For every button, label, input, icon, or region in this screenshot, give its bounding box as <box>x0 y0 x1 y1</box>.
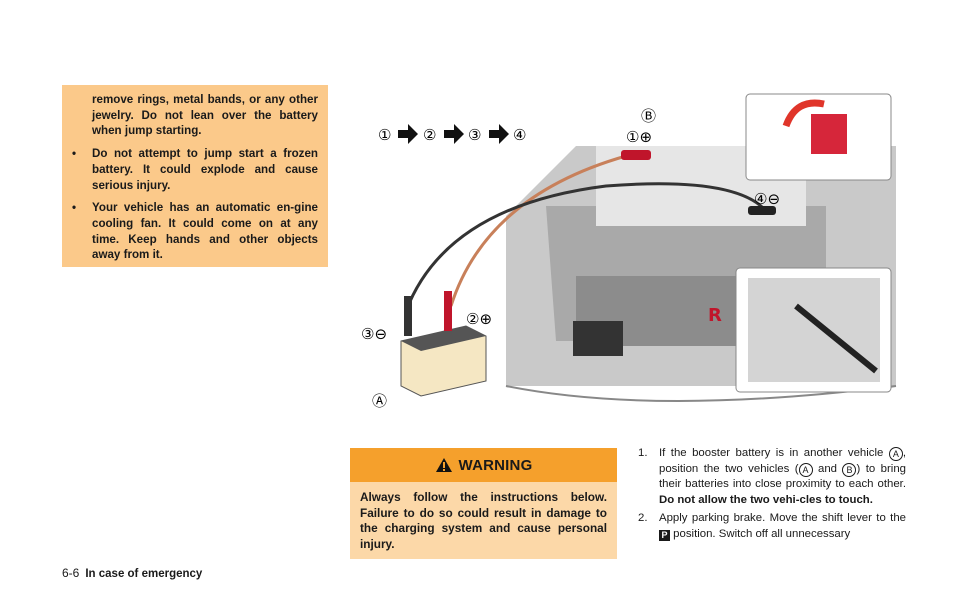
step-text: , position the two vehicles ( <box>659 447 906 475</box>
gt-r-badge: R <box>708 305 722 326</box>
negative-cable <box>404 182 768 312</box>
front-grille <box>576 276 776 346</box>
park-position-icon: P <box>659 529 670 541</box>
vehicle-a-label: Ⓐ <box>372 392 387 410</box>
page-number: 6-6 <box>62 566 80 580</box>
step-3-circle: ③ <box>468 126 481 144</box>
page-footer: 6-6 In case of emergency <box>62 566 202 580</box>
positive-cable <box>449 154 627 307</box>
red-clamp-battery <box>444 291 452 331</box>
step-text: position. Switch off all unnecessary <box>673 527 851 540</box>
warning-header: WARNING <box>350 448 617 482</box>
step-text: and <box>818 462 838 475</box>
bullet-dot: • <box>72 147 77 161</box>
circle-b-icon: B <box>842 462 857 477</box>
bumper-line <box>505 385 897 402</box>
warning-triangle-icon <box>435 458 452 472</box>
air-intake <box>573 321 623 356</box>
step-1: 1. If the booster battery is in another … <box>638 446 906 508</box>
step-text: If the booster battery is in another veh… <box>659 447 884 459</box>
clamp-2-positive-label: ②⊕ <box>466 310 492 328</box>
black-clamp-battery <box>404 296 412 336</box>
step-2: 2. Apply parking brake. Move the shift l… <box>638 511 906 542</box>
arrow-right-icon <box>444 124 464 144</box>
ground-inset-photo <box>748 278 880 382</box>
circle-a-icon: A <box>798 462 813 477</box>
caution-continued-text: remove rings, metal bands, or any other … <box>92 93 318 138</box>
red-terminal-cover <box>811 114 847 154</box>
caution-continued-box: remove rings, metal bands, or any other … <box>62 85 328 267</box>
section-title: In case of emergency <box>85 568 203 580</box>
step-number: 2. <box>638 512 648 525</box>
battery-top <box>401 326 486 351</box>
circle-a-icon: A <box>888 447 903 461</box>
step-2-circle: ② <box>423 126 436 144</box>
step-text: ) to bring their batteries into close pr… <box>659 462 906 491</box>
ground-cable <box>794 303 878 374</box>
warning-title: WARNING <box>458 456 533 474</box>
clamp-3-negative-label: ③⊖ <box>361 325 387 343</box>
caution-bullet-frozen: • Do not attempt to jump start a frozen … <box>72 146 318 193</box>
step-text: Apply parking brake. Move the shift leve… <box>659 512 906 525</box>
step-1-emphasis: Do not allow the two vehi-cles to touch. <box>659 493 873 506</box>
clamp-4-negative-label: ④⊖ <box>754 190 780 208</box>
arrow-right-icon <box>398 124 418 144</box>
procedure-steps: 1. If the booster battery is in another … <box>638 446 906 546</box>
bullet-dot: • <box>72 201 77 215</box>
clamp-1-positive-label: ①⊕ <box>626 128 652 146</box>
black-clamp-top <box>748 206 776 215</box>
vehicle-b-label: Ⓑ <box>641 107 656 125</box>
arrow-right-icon <box>489 124 509 144</box>
bullet-text: Your vehicle has an automatic en-gine co… <box>92 201 318 262</box>
step-number: 1. <box>638 447 648 459</box>
bullet-text: Do not attempt to jump start a frozen ba… <box>92 147 318 192</box>
red-arrow-icon <box>782 99 825 128</box>
red-clamp-top <box>621 150 651 160</box>
step-1-circle: ① <box>378 126 391 144</box>
jump-start-illustration: R ① ② ③ ④ Ⓑ ①⊕ ④⊖ ②⊕ ③⊖ Ⓐ <box>361 93 897 410</box>
caution-bullet-fan: • Your vehicle has an automatic en-gine … <box>72 200 318 263</box>
step-4-circle: ④ <box>513 126 526 144</box>
warning-body: Always follow the instructions below. Fa… <box>350 482 617 559</box>
